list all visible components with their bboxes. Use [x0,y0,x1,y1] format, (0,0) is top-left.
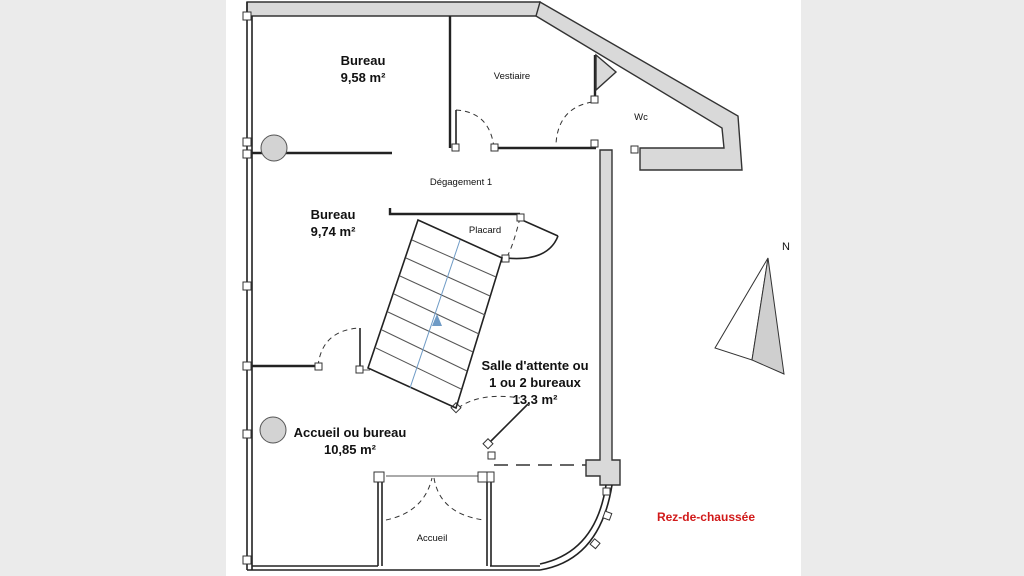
post [602,510,613,521]
column-circle [259,416,287,444]
top-wall [246,1,541,17]
north-compass-icon [714,257,785,375]
diagonal-wall [535,0,743,171]
post [355,365,364,374]
room-bureau-1-name: Bureau [340,53,386,68]
room-accueil: Accueil [416,533,448,544]
door-salle-attente-leaf [487,403,529,445]
room-wc: Wc [634,112,648,123]
room-placard: Placard [468,225,502,236]
post [487,451,496,460]
door-bureau2 [317,327,361,367]
door-wc [555,101,593,145]
room-bureau-2-area: 9,74 m² [310,224,356,239]
outer-walls [246,0,743,571]
room-salle-attente-line2: 1 ou 2 bureaux [489,375,581,390]
interior-walls [252,16,618,566]
staircase-arrow-line [409,239,461,389]
post [451,143,460,152]
wc-triangle [595,53,618,92]
column-circle [260,134,288,162]
posts [242,11,639,565]
door-salle-attente [457,395,521,409]
post [486,471,495,483]
post [602,487,611,496]
room-salle-attente: Salle d'attente ou 1 ou 2 bureaux 13,3 m… [470,357,600,408]
accueil-east-wall [486,476,492,566]
room-vestiaire: Vestiaire [493,71,531,82]
post [630,145,639,154]
post [373,471,385,483]
bottom-wall [247,565,540,571]
post [516,213,525,222]
door-placard [505,217,521,259]
post [242,11,252,21]
door-accueil-right [433,477,485,521]
room-bureau-1: Bureau 9,58 m² [318,52,408,86]
placard-top-wall [388,208,520,216]
room-salle-attente-line1: Salle d'attente ou [481,358,589,373]
post [242,281,252,291]
staircase-outline [367,218,503,410]
post [482,438,494,450]
room-bureau-2: Bureau 9,74 m² [288,206,378,240]
room-accueil-bureau-name: Accueil ou bureau [293,425,407,440]
room-bureau-1-area: 9,58 m² [340,70,386,85]
door-placard-leaf [505,219,559,260]
door-vestiaire [455,109,495,149]
room-degagement: Dégagement 1 [429,177,493,188]
post [490,143,499,152]
post [314,362,323,371]
door-accueil-left [385,477,433,521]
curved-bay-wall [539,484,613,571]
room-salle-attente-area: 13,3 m² [512,392,558,407]
room-accueil-bureau: Accueil ou bureau 10,85 m² [288,424,412,458]
accueil-west-wall [377,476,383,566]
post [242,149,252,159]
post [242,429,252,439]
post [242,555,252,565]
plan-sheet [226,0,801,576]
east-wall [585,149,621,486]
room-bureau-2-name: Bureau [310,207,356,222]
post [590,139,599,148]
post [501,254,510,263]
floor-label: Rez-de-chaussée [656,510,756,524]
staircase-arrow-head [432,314,442,326]
post [590,95,599,104]
post [589,538,601,550]
staircase [367,218,503,410]
post [242,137,252,147]
compass-north-label: N [782,241,790,253]
room-accueil-bureau-area: 10,85 m² [323,442,377,457]
post [242,361,252,371]
